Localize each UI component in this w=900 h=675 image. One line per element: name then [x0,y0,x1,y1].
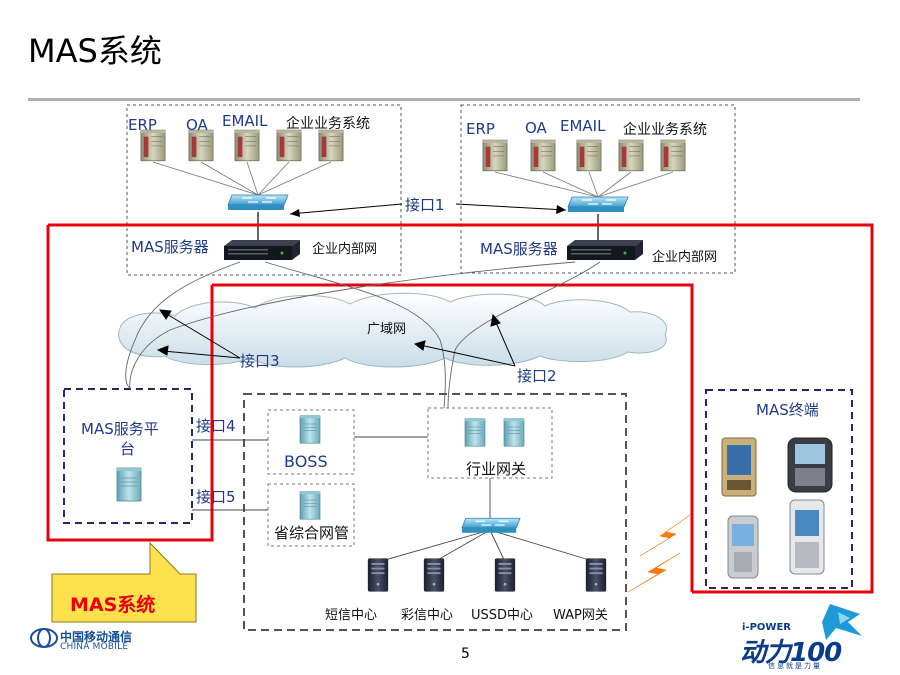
platform-label-line2: 台 [120,440,136,458]
wan-label: 广域网 [367,322,407,337]
ipower-logo-top: i-POWER [742,622,791,633]
boss-box [267,409,355,475]
boss-label: BOSS [284,452,328,471]
slide-title: MAS系统 [28,32,162,70]
phone-pda-icon [721,437,757,497]
ipower-logo-sub: 信息就是力量 [768,662,822,670]
app-label-oa-right: OA [525,119,547,137]
enterprise-right-box [460,104,736,274]
callout-label: MAS系统 [70,594,156,616]
mas-platform-box [63,388,193,524]
ipower-logo-icon [822,604,862,640]
interface-1-label: 接口1 [405,196,445,214]
mas-server-label-right: MAS服务器 [480,240,558,258]
interface-4-label: 接口4 [196,417,236,435]
china-mobile-logo-icon [30,628,58,648]
core-network-box [243,393,627,631]
mas-system-callout [51,541,197,623]
phone-blackberry-icon [787,437,833,493]
app-label-business-right: 企业业务系统 [623,122,707,138]
app-label-business-left: 企业业务系统 [286,116,370,132]
mms-center-label: 彩信中心 [401,608,454,623]
mas-terminal-box [705,389,853,589]
app-label-erp-right: ERP [466,120,495,138]
app-label-email-left: EMAIL [222,112,268,130]
china-mobile-logo-en: CHINA MOBILE [60,642,129,652]
ipower-logo-main: 动力100 [740,638,842,668]
mas-terminal-label: MAS终端 [756,401,819,419]
phone-candybar-icon [727,515,759,579]
province-nms-label: 省综合网管 [274,524,350,542]
app-label-email-right: EMAIL [560,117,606,135]
sms-center-label: 短信中心 [325,608,378,623]
app-label-oa-left: OA [186,116,208,134]
china-mobile-logo-cn: 中国移动通信 [60,630,133,644]
interface-3-label: 接口3 [240,352,280,370]
page-number: 5 [461,646,470,662]
gateway-box [427,407,553,479]
mas-server-label-left: MAS服务器 [131,238,209,256]
title-divider [28,98,860,101]
platform-label-line1: MAS服务平 [81,420,159,438]
industry-gateway-label: 行业网关 [466,460,527,478]
wan-cloud [118,292,668,368]
app-label-erp-left: ERP [128,116,157,134]
lightning-icon [627,514,691,593]
intranet-label-right: 企业内部网 [652,250,718,265]
wap-gateway-label: WAP网关 [553,608,608,623]
interface-2-label: 接口2 [517,367,557,385]
phone-smartphone-icon [789,499,825,575]
intranet-label-left: 企业内部网 [312,242,378,257]
ussd-center-label: USSD中心 [471,608,534,623]
interface-5-label: 接口5 [196,488,236,506]
province-nms-box [267,483,355,547]
